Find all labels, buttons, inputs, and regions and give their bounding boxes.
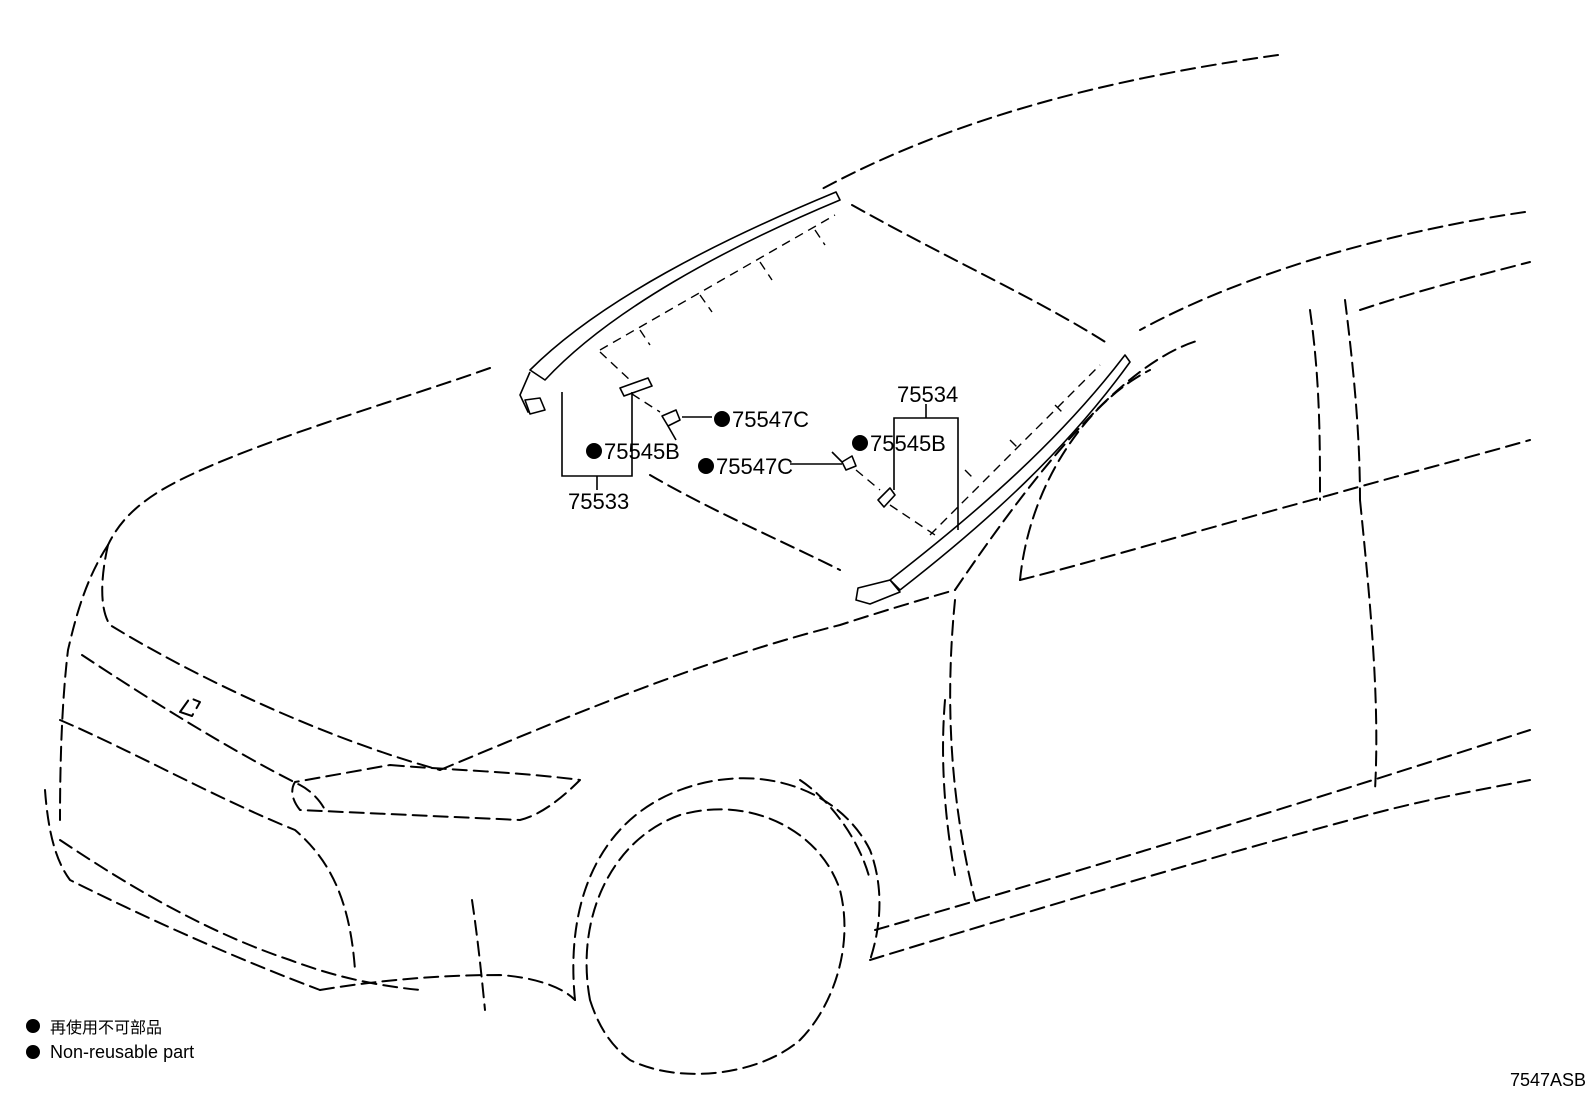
non-reusable-dot-icon	[26, 1045, 40, 1059]
bracket-75533	[561, 392, 633, 490]
bolt-75547C-lower	[790, 451, 881, 491]
callout-75545B-left: 75545B	[586, 439, 680, 464]
clip-75545B-left	[599, 351, 661, 413]
car-outline	[44, 54, 1531, 1075]
callout-75545B-right: 75545B	[852, 431, 946, 456]
legend-label-en: Non-reusable part	[50, 1041, 195, 1062]
callout-75533: 75533	[568, 489, 629, 514]
clip-75545B-right	[877, 487, 936, 536]
legend-label-jp: 再使用不可部品	[50, 1018, 163, 1037]
legend-row-en: Non-reusable part	[26, 1039, 194, 1065]
non-reusable-dot-icon	[26, 1019, 40, 1033]
callout-75547C-upper: 75547C	[714, 407, 809, 432]
part-number-75534: 75534	[897, 382, 958, 407]
part-number-75547C-lower: 75547C	[716, 454, 793, 479]
part-number-75545B-left: 75545B	[604, 439, 680, 464]
bracket-75534	[893, 404, 959, 530]
part-number-75533: 75533	[568, 489, 629, 514]
part-number-75547C-upper: 75547C	[732, 407, 809, 432]
right-windshield-molding	[855, 354, 1131, 605]
left-windshield-molding	[519, 191, 841, 415]
callout-75547C-lower: 75547C	[698, 454, 793, 479]
legend: 再使用不可部品 Non-reusable part	[26, 1013, 194, 1065]
bolt-75547C-upper	[661, 409, 712, 441]
callout-75534: 75534	[897, 382, 958, 407]
legend-row-jp: 再使用不可部品	[26, 1013, 194, 1039]
drawing-id: 7547ASB	[1509, 1070, 1586, 1090]
part-number-75545B-right: 75545B	[870, 431, 946, 456]
